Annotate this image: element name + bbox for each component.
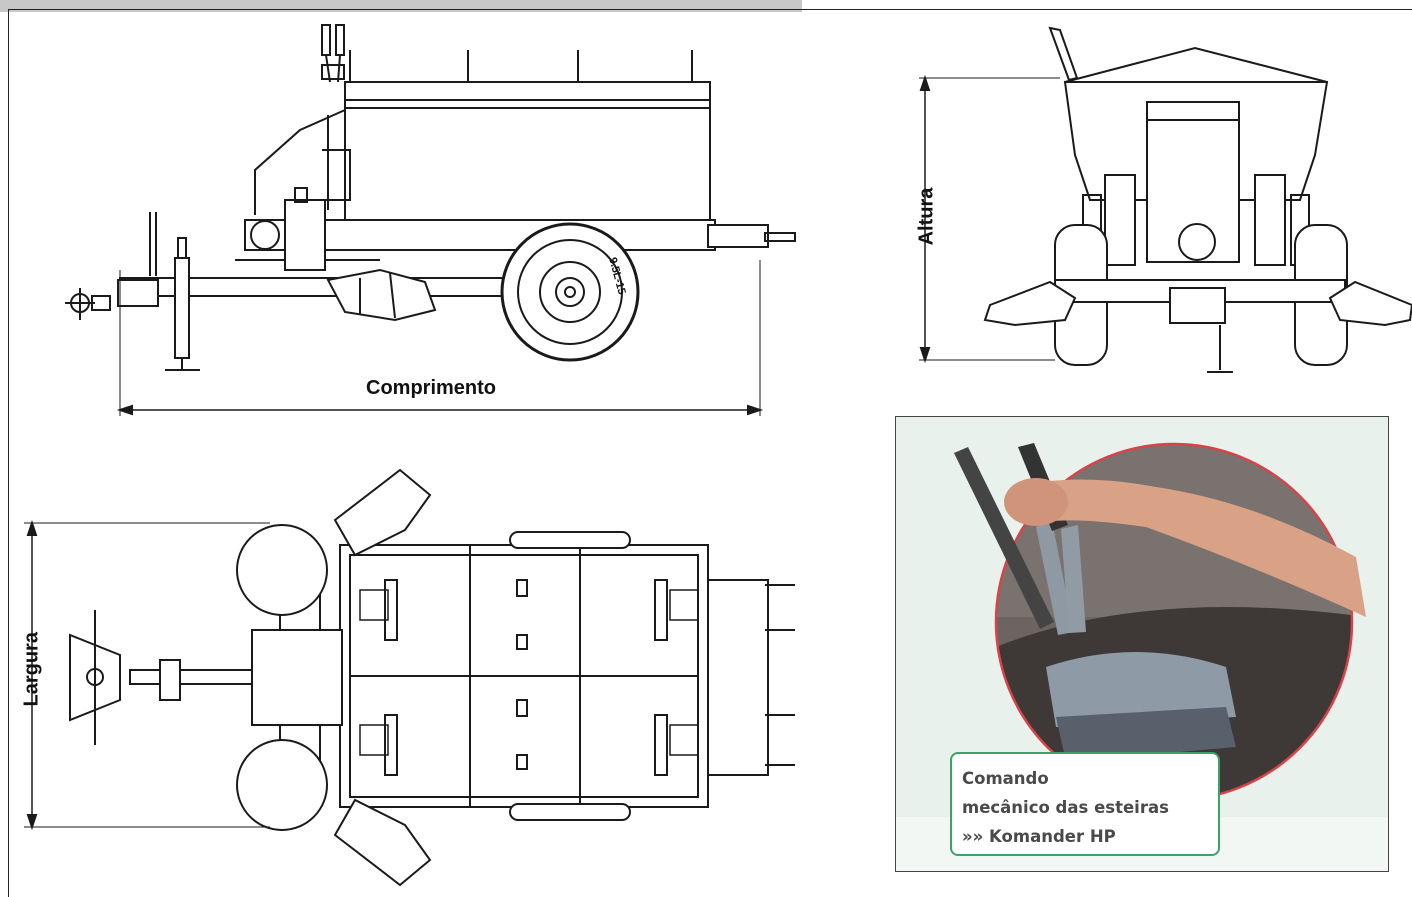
top-spinner-disc <box>236 524 328 616</box>
caption-line-2: mecânico das esteiras <box>962 798 1169 817</box>
caption-line-1: Comando <box>962 769 1049 788</box>
width-label: Largura <box>20 632 43 707</box>
length-label: Comprimento <box>366 377 496 399</box>
side-wheel <box>500 222 640 362</box>
top-drawbar <box>129 669 253 685</box>
page-frame <box>8 9 1412 897</box>
photo-caption: Comando mecânico das esteiras »» Komande… <box>950 752 1220 856</box>
front-view-drawing <box>919 26 1412 373</box>
top-view-drawing <box>24 468 795 887</box>
side-hopper <box>344 81 711 225</box>
side-view-drawing <box>65 24 796 416</box>
height-label: Altura <box>915 187 938 246</box>
caption-line-3: »» Komander HP <box>962 827 1116 846</box>
